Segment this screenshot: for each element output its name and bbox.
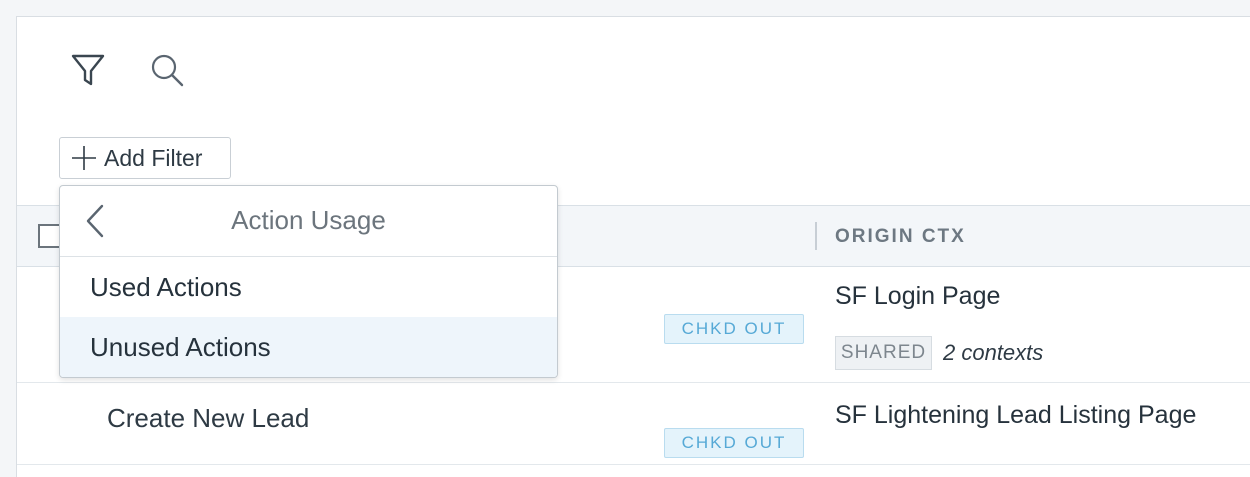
contexts-count[interactable]: 2 contexts bbox=[943, 340, 1044, 365]
status-badge: CHKD OUT bbox=[664, 314, 804, 344]
table-row[interactable]: Create New Lead CHKD OUT SF Lightening L… bbox=[17, 383, 1250, 465]
add-filter-button[interactable]: Add Filter bbox=[59, 137, 231, 179]
action-usage-dropdown: Action Usage Used Actions Unused Actions bbox=[59, 185, 558, 378]
add-filter-label: Add Filter bbox=[104, 144, 203, 171]
plus-icon bbox=[70, 144, 98, 172]
select-all-checkbox[interactable] bbox=[38, 224, 62, 248]
origin-ctx-name[interactable]: SF Lightening Lead Listing Page bbox=[835, 401, 1197, 429]
filter-funnel-icon[interactable] bbox=[68, 50, 108, 90]
search-icon[interactable] bbox=[147, 50, 187, 90]
action-name[interactable]: Create New Lead bbox=[107, 403, 310, 433]
dropdown-header: Action Usage bbox=[60, 186, 557, 257]
menu-item-used-actions[interactable]: Used Actions bbox=[90, 271, 242, 302]
dropdown-title: Action Usage bbox=[231, 205, 386, 235]
status-badge: CHKD OUT bbox=[664, 428, 804, 458]
origin-ctx-name[interactable]: SF Login Page bbox=[835, 282, 1001, 310]
chevron-left-icon[interactable] bbox=[80, 203, 110, 239]
column-header-origin-ctx[interactable]: ORIGIN CTX bbox=[835, 226, 966, 247]
table-row[interactable]: CHKD OUT SF Login Page SHARED 2 contexts bbox=[17, 267, 1250, 383]
main-panel: Add Filter ORIGIN CTX CHKD OUT SF Login … bbox=[16, 16, 1250, 477]
column-divider[interactable] bbox=[815, 222, 817, 250]
menu-item-unused-actions[interactable]: Unused Actions bbox=[60, 317, 557, 377]
shared-badge: SHARED bbox=[835, 336, 932, 370]
